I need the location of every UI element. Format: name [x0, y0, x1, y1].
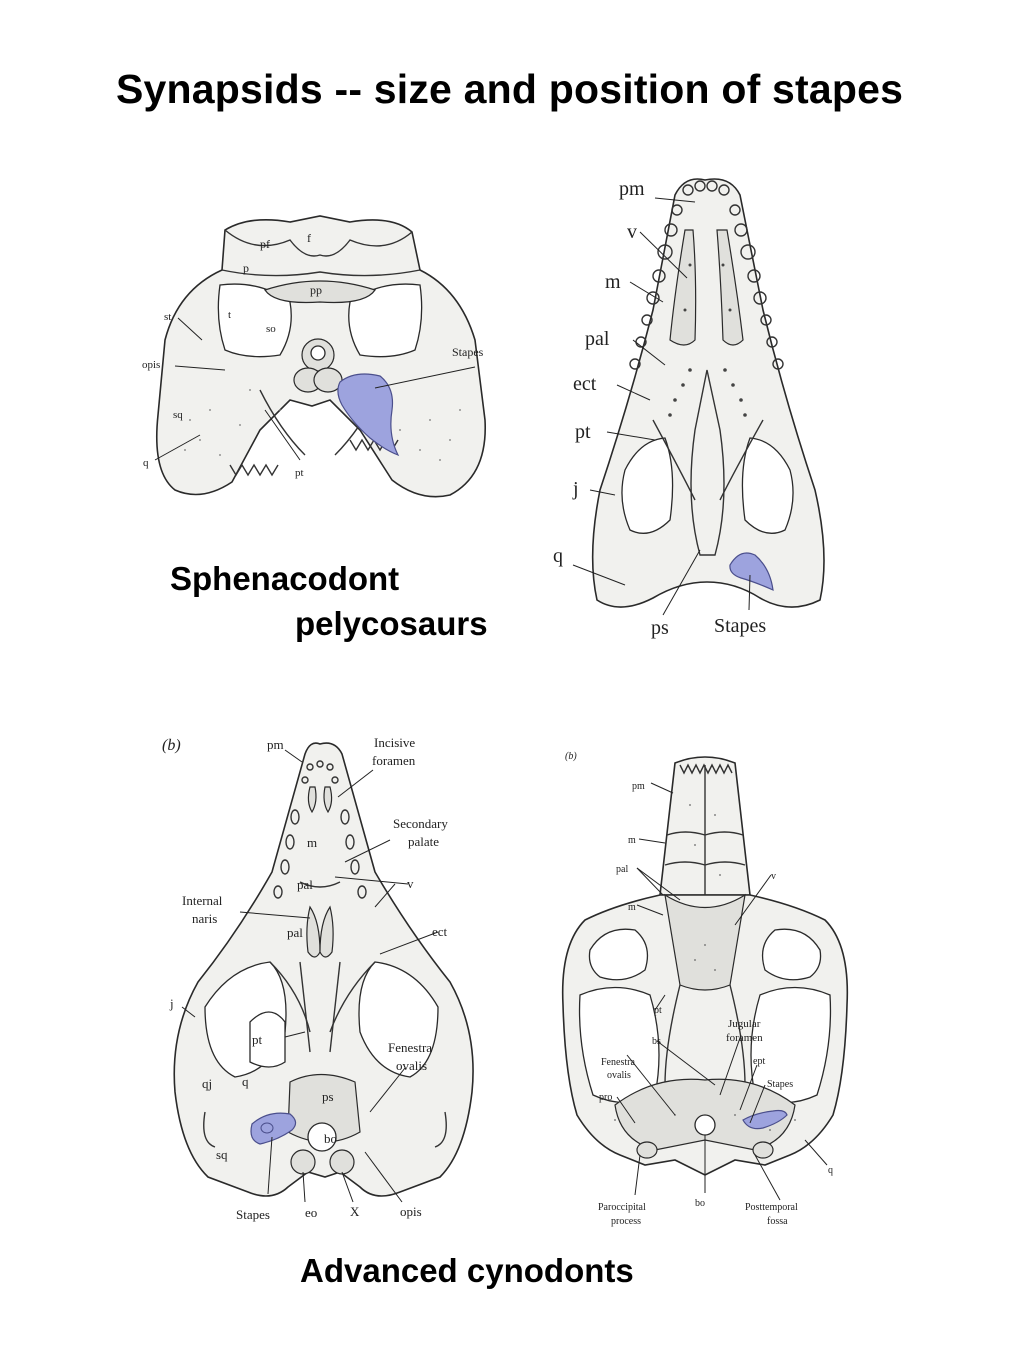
- pelycosaur-palatal-figure: pm v m pal ect pt j q ps Stapes: [553, 178, 825, 639]
- marginal-teeth: [629, 180, 784, 370]
- label-pt: pt: [252, 1032, 263, 1047]
- label-stapes: Stapes: [236, 1207, 270, 1222]
- label-fenestra-1: Fenestra: [388, 1040, 432, 1055]
- label-j: j: [169, 996, 174, 1011]
- label-secondary-1: Secondary: [393, 816, 448, 831]
- label-t: t: [228, 309, 231, 321]
- skull-outline: [591, 178, 825, 608]
- caption-sphenacodont: Sphenacodont: [170, 560, 400, 597]
- label-pt: pt: [654, 1005, 662, 1016]
- label-j: j: [572, 478, 579, 500]
- incisor-pits: [301, 760, 339, 784]
- pelycosaur-occipital-figure: pf f p pp st t so opis sq q pt Stapes: [142, 215, 486, 498]
- label-q: q: [242, 1074, 249, 1089]
- label-pal-2: pal: [287, 925, 303, 940]
- label-pm: pm: [267, 737, 284, 752]
- stapes-highlight: [729, 552, 774, 591]
- panel-label: (b): [565, 751, 577, 762]
- label-secondary-2: palate: [408, 834, 439, 849]
- label-pm: pm: [619, 178, 645, 200]
- label-m-2: m: [628, 902, 636, 913]
- label-pt: pt: [295, 467, 304, 479]
- label-incisive-1: Incisive: [374, 735, 415, 750]
- stapes-highlight: [742, 1109, 788, 1130]
- label-sq: sq: [173, 409, 183, 421]
- slide-title: Synapsids -- size and position of stapes: [116, 66, 904, 112]
- right-suborbital-opening: [741, 437, 794, 534]
- label-jugular-1: Jugular: [728, 1018, 761, 1030]
- label-q: q: [143, 457, 149, 469]
- cynodont-palatal-figure-right: (b) pm m pal m v pt bs Jug: [561, 751, 849, 1227]
- label-v: v: [407, 876, 414, 891]
- label-v: v: [771, 871, 776, 882]
- caption-advanced-cynodonts: Advanced cynodonts: [300, 1252, 634, 1289]
- label-bo: bo: [695, 1198, 705, 1209]
- label-jugular-2: foramen: [726, 1032, 763, 1044]
- label-pal: pal: [616, 864, 628, 875]
- cynodont-palatal-figure-left: (b) pm Incisive forame: [162, 735, 474, 1222]
- label-opis: opis: [400, 1204, 422, 1219]
- label-p: p: [243, 261, 249, 275]
- label-ept: ept: [753, 1056, 765, 1067]
- label-fenestra-2: ovalis: [607, 1070, 631, 1081]
- label-m: m: [605, 271, 621, 293]
- label-ect: ect: [573, 373, 597, 395]
- left-suborbital-opening: [621, 437, 674, 534]
- label-pf: pf: [260, 237, 270, 251]
- label-opis: opis: [142, 359, 160, 371]
- label-pal-1: pal: [297, 877, 313, 892]
- label-incisive-2: foramen: [372, 753, 416, 768]
- label-internal-2: naris: [192, 911, 217, 926]
- left-orbit: [588, 928, 649, 981]
- label-pp: pp: [310, 283, 322, 297]
- label-x: X: [350, 1204, 360, 1219]
- label-stapes: Stapes: [452, 345, 484, 359]
- label-st: st: [164, 311, 171, 323]
- label-stapes: Stapes: [767, 1079, 793, 1090]
- label-pm: pm: [632, 781, 645, 792]
- label-posttemporal-1: Posttemporal: [745, 1202, 798, 1213]
- label-f: f: [307, 231, 311, 245]
- label-ect: ect: [432, 924, 448, 939]
- label-ps: ps: [651, 617, 669, 639]
- right-temporal-fenestra: [358, 961, 439, 1078]
- label-fenestra-1: Fenestra: [601, 1057, 635, 1068]
- stapes-highlight: [337, 373, 400, 457]
- label-v: v: [627, 221, 637, 243]
- label-paroccipital-2: process: [611, 1216, 641, 1227]
- left-temporal-fenestra: [578, 986, 660, 1104]
- label-fenestra-2: ovalis: [396, 1058, 427, 1073]
- caption-pelycosaurs: pelycosaurs: [295, 605, 488, 642]
- label-stapes: Stapes: [714, 615, 766, 637]
- label-eo: eo: [305, 1205, 317, 1220]
- label-pt: pt: [575, 421, 591, 443]
- label-so: so: [266, 323, 276, 335]
- label-m-1: m: [628, 835, 636, 846]
- label-sq: sq: [216, 1147, 228, 1162]
- label-m: m: [307, 835, 317, 850]
- label-internal-1: Internal: [182, 893, 223, 908]
- label-pal: pal: [585, 328, 610, 350]
- label-qj: qj: [202, 1076, 212, 1091]
- label-bs: bs: [652, 1036, 661, 1047]
- label-pro: pro: [599, 1092, 612, 1103]
- label-posttemporal-2: fossa: [767, 1216, 788, 1227]
- label-q: q: [828, 1165, 833, 1176]
- panel-label: (b): [162, 737, 181, 754]
- label-bo: bo: [324, 1131, 337, 1146]
- label-q: q: [553, 545, 563, 567]
- right-orbit: [761, 928, 822, 981]
- label-paroccipital-1: Paroccipital: [598, 1202, 646, 1213]
- label-ps: ps: [322, 1089, 334, 1104]
- skull-outline: [173, 742, 474, 1197]
